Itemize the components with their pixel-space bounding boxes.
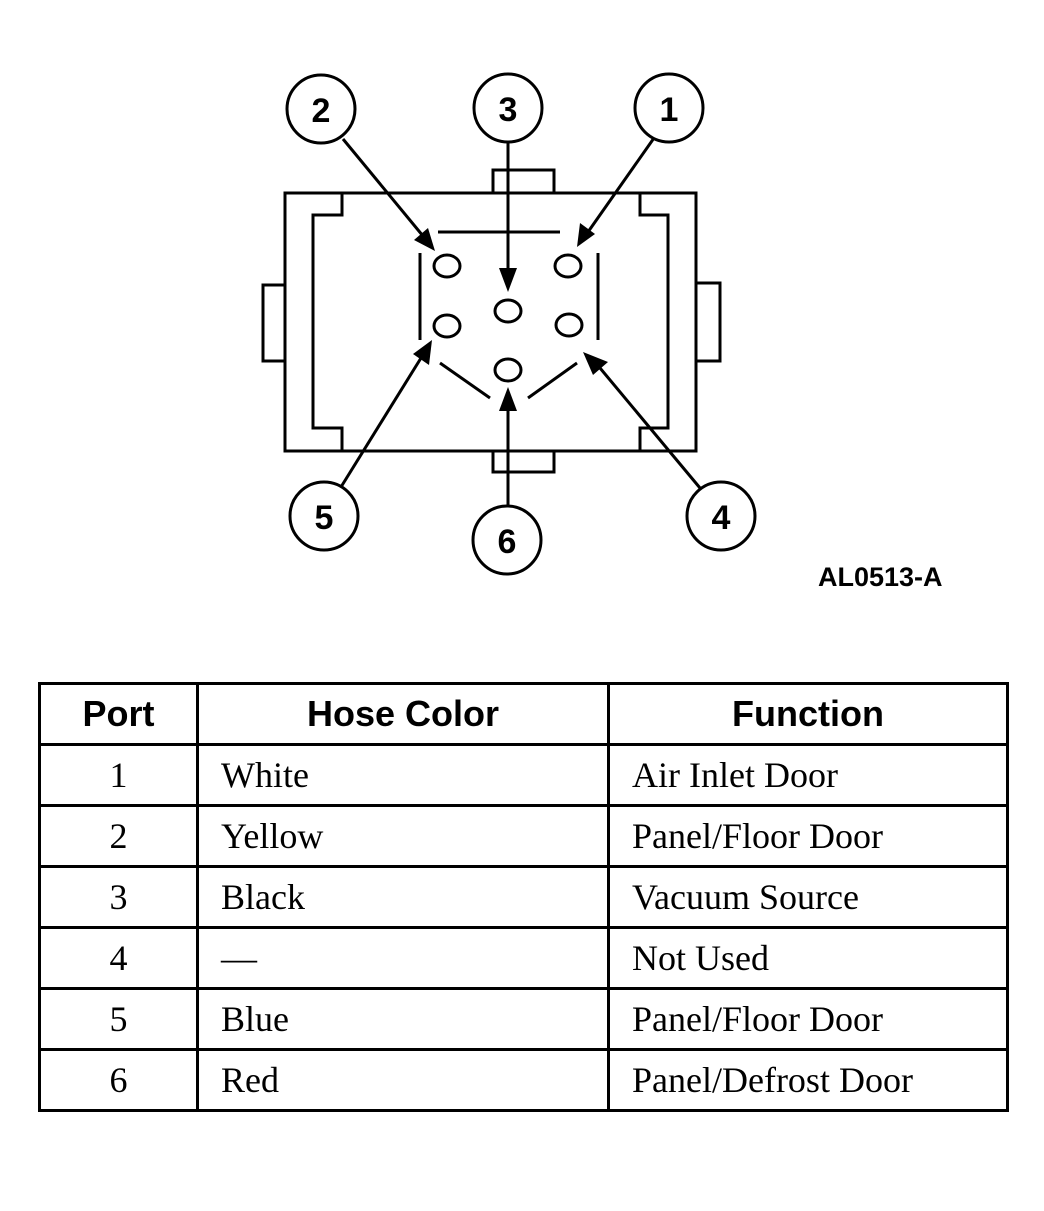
callout-label-6: 6	[498, 523, 517, 561]
cell-port: 4	[38, 926, 199, 990]
table-row: 3 Black Vacuum Source	[38, 865, 1009, 929]
arrowheads	[413, 223, 608, 411]
cell-function: Vacuum Source	[607, 865, 1009, 929]
port-hole-4	[554, 312, 584, 338]
table-row: 1 White Air Inlet Door	[38, 743, 1009, 807]
cell-hose-color: Yellow	[196, 804, 610, 868]
cell-port: 6	[38, 1048, 199, 1112]
callout-circle-4	[685, 480, 757, 552]
cell-hose-color: White	[196, 743, 610, 807]
table-row: 5 Blue Panel/Floor Door	[38, 987, 1009, 1051]
callout-circle-2	[285, 73, 357, 145]
cell-port: 3	[38, 865, 199, 929]
leader-lines	[339, 137, 702, 506]
table-row: 4 — Not Used	[38, 926, 1009, 990]
port-hole-6	[493, 357, 523, 383]
port-hole-1	[553, 253, 583, 279]
table-row: 2 Yellow Panel/Floor Door	[38, 804, 1009, 868]
port-table: Port Hose Color Function 1 White Air Inl…	[38, 682, 1009, 1112]
callout-label-3: 3	[499, 91, 518, 129]
header-port: Port	[38, 682, 199, 746]
cell-function: Panel/Floor Door	[607, 987, 1009, 1051]
port-hole-2	[432, 253, 462, 279]
callout-label-2: 2	[312, 92, 331, 130]
cell-hose-color: Blue	[196, 987, 610, 1051]
cell-port: 5	[38, 987, 199, 1051]
port-hole-5	[432, 313, 462, 339]
callout-circle-6	[471, 504, 543, 576]
vacuum-connector-diagram: 2 3 1 5 6 4	[261, 72, 757, 576]
callout-circle-1	[633, 72, 705, 144]
port-hole-3	[493, 298, 523, 324]
connector-body	[261, 168, 722, 474]
table-row: 6 Red Panel/Defrost Door	[38, 1048, 1009, 1112]
callouts: 2 3 1 5 6 4	[285, 72, 757, 576]
table-header-row: Port Hose Color Function	[38, 682, 1009, 746]
callout-circle-3	[472, 72, 544, 144]
cell-port: 1	[38, 743, 199, 807]
callout-label-1: 1	[660, 91, 679, 129]
cell-hose-color: Black	[196, 865, 610, 929]
cell-function: Panel/Floor Door	[607, 804, 1009, 868]
figure-id: AL0513-A	[818, 562, 943, 592]
callout-circle-5	[288, 480, 360, 552]
cell-hose-color: —	[196, 926, 610, 990]
callout-label-5: 5	[315, 499, 334, 537]
header-function: Function	[607, 682, 1009, 746]
cell-port: 2	[38, 804, 199, 868]
cell-function: Not Used	[607, 926, 1009, 990]
cell-hose-color: Red	[196, 1048, 610, 1112]
header-hose-color: Hose Color	[196, 682, 610, 746]
port-holes	[432, 253, 584, 383]
callout-label-4: 4	[712, 499, 731, 537]
cell-function: Panel/Defrost Door	[607, 1048, 1009, 1112]
cell-function: Air Inlet Door	[607, 743, 1009, 807]
